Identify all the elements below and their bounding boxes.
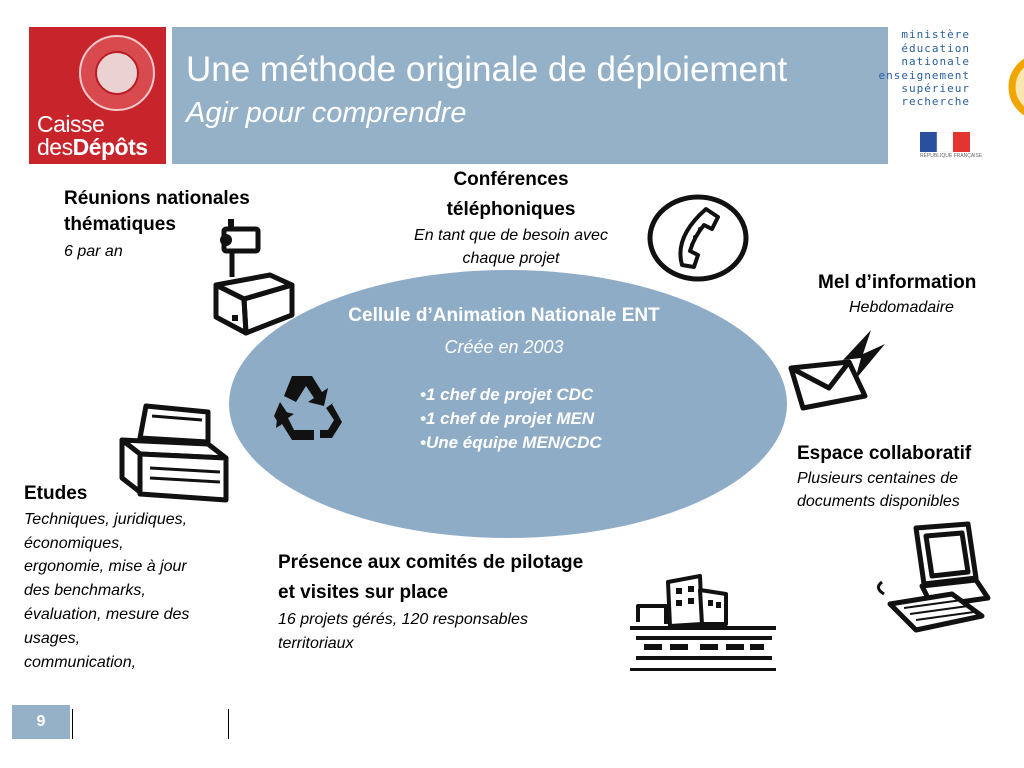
cellule-item: •1 chef de projet CDC — [420, 385, 594, 404]
etudes-detail: économiques, — [24, 535, 124, 552]
etudes-detail: communication, — [24, 654, 137, 671]
slide-subtitle: Agir pour comprendre — [186, 97, 467, 129]
presence-detail: 16 projets gérés, 120 responsables — [278, 611, 528, 628]
seal-icon — [79, 35, 155, 111]
footer-divider — [72, 709, 73, 739]
france-flag-icon — [920, 132, 970, 152]
title-bar — [172, 27, 888, 164]
conferences-title: Conférences — [453, 169, 569, 190]
espace-detail: Plusieurs centaines de — [797, 470, 958, 487]
logo-line1: Caisse — [37, 111, 105, 137]
page-number: 9 — [12, 705, 70, 739]
cellule-item: •Une équipe MEN/CDC — [420, 433, 602, 452]
city-train-icon — [630, 574, 776, 671]
logo-line2: desDépôts — [37, 134, 148, 160]
envelope-icon — [788, 330, 885, 411]
e-logo-icon: É — [1000, 37, 1024, 121]
conferences-title-2: téléphoniques — [446, 199, 576, 220]
cellule-subtitle: Créée en 2003 — [444, 337, 564, 357]
etudes-detail: Techniques, juridiques, — [24, 511, 188, 528]
recycle-icon — [274, 376, 342, 440]
slide-title: Une méthode originale de déploiement — [186, 50, 788, 89]
etudes-title: Etudes — [24, 483, 88, 504]
mel-title: Mel d’information — [818, 272, 977, 293]
etudes-detail: des benchmarks, — [24, 582, 146, 599]
telephone-icon — [647, 194, 749, 282]
caisse-des-depots-logo: Caisse desDépôts — [29, 27, 166, 164]
reunions-title-2: thématiques — [64, 214, 176, 235]
printer-icon — [119, 403, 229, 503]
mel-detail: Hebdomadaire — [849, 299, 954, 316]
presence-title: Présence aux comités de pilotage — [278, 552, 584, 573]
cellule-title: Cellule d’Animation Nationale ENT — [348, 305, 660, 326]
republique-caption: RÉPUBLIQUE FRANÇAISE — [920, 153, 983, 159]
cellule-item: •1 chef de projet MEN — [420, 409, 595, 428]
espace-title: Espace collaboratif — [797, 443, 972, 464]
conferences-detail-2: chaque projet — [462, 250, 560, 267]
etudes-detail: évaluation, mesure des — [24, 606, 190, 623]
espace-detail-2: documents disponibles — [797, 493, 960, 510]
presence-title-2: et visites sur place — [278, 582, 449, 603]
ministere-logo: ministère éducation nationale enseigneme… — [878, 28, 970, 108]
reunions-title: Réunions nationales — [64, 188, 250, 209]
etudes-detail: ergonomie, mise à jour — [24, 558, 187, 575]
reunions-detail: 6 par an — [64, 243, 123, 260]
presence-detail-2: territoriaux — [278, 635, 354, 652]
computer-icon — [877, 521, 991, 633]
etudes-detail: usages, — [24, 630, 81, 647]
footer-divider — [228, 709, 229, 739]
conferences-detail: En tant que de besoin avec — [414, 227, 608, 244]
projector-icon — [213, 219, 295, 336]
